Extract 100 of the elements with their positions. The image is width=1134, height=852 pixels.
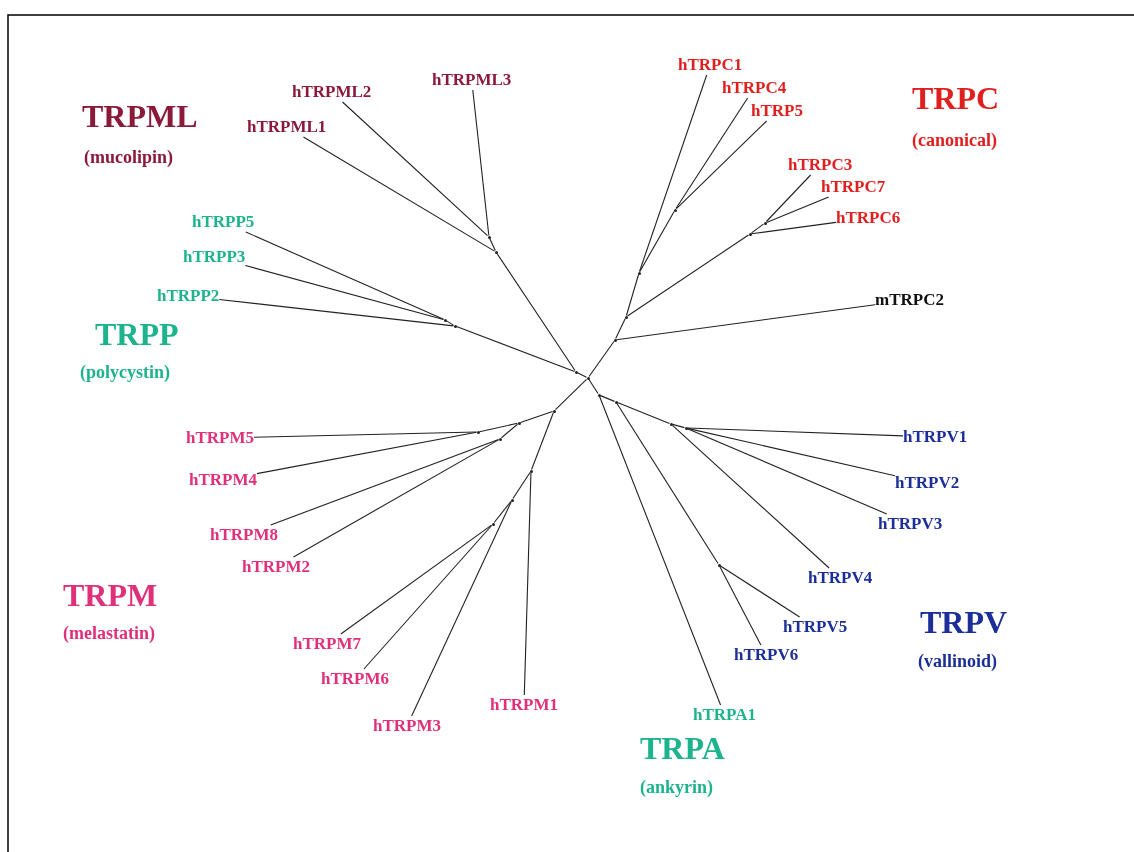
leaf-label: hTRPC4: [722, 78, 787, 98]
tree-branch: [719, 565, 762, 646]
family-heading: TRPM: [63, 579, 158, 611]
tree-branch: [671, 424, 830, 569]
tree-branch: [500, 423, 519, 439]
tree-branch: [245, 231, 445, 320]
family-heading: TRPC: [912, 82, 1000, 114]
leaf-label: hTRPP3: [183, 247, 246, 267]
leaf-label: hTRPM7: [293, 634, 361, 654]
tree-branch: [686, 428, 888, 515]
tree-branch: [523, 471, 532, 696]
tree-branch: [599, 395, 722, 706]
family-heading: TRPV: [920, 606, 1008, 638]
branch-point: [673, 208, 677, 212]
leaf-label: hTRPC7: [821, 177, 886, 197]
branch-point: [487, 235, 491, 239]
leaf-label: mTRPC2: [875, 290, 944, 310]
branch-point: [574, 370, 578, 374]
family-heading: TRPA: [640, 732, 725, 764]
family-subtitle: (polycystin): [80, 363, 170, 381]
branch-point: [684, 426, 688, 430]
tree-branch: [455, 326, 576, 372]
tree-branch: [686, 427, 896, 477]
branch-point: [498, 437, 502, 441]
family-subtitle: (mucolipin): [84, 148, 173, 166]
branch-point: [669, 422, 673, 426]
tree-branch: [599, 395, 616, 402]
tree-branch: [253, 431, 478, 438]
family-subtitle: (ankyrin): [640, 778, 713, 796]
tree-branch: [341, 101, 489, 237]
leaf-label: hTRPV4: [808, 568, 873, 588]
tree-branch: [519, 410, 554, 424]
branch-point: [494, 250, 498, 254]
family-heading: TRPP: [95, 318, 179, 350]
tree-branch: [588, 340, 615, 378]
family-heading: TRPML: [82, 100, 198, 132]
branch-point: [517, 421, 521, 425]
leaf-label: hTRPML2: [292, 82, 372, 102]
tree-branch: [616, 402, 719, 565]
tree-branch: [302, 136, 496, 252]
tree-branch: [616, 402, 671, 424]
tree-branch: [411, 500, 512, 717]
tree-branch: [554, 378, 588, 411]
leaf-label: hTRPM5: [186, 428, 254, 448]
leaf-label: hTRPM8: [210, 525, 278, 545]
tree-branch: [363, 524, 493, 670]
branch-point: [510, 498, 514, 502]
leaf-label: hTRPV6: [734, 645, 799, 665]
tree-branch: [638, 74, 708, 273]
leaf-label: hTRPP2: [157, 286, 220, 306]
leaf-label: hTRPC6: [836, 208, 901, 228]
leaf-label: hTRP5: [751, 101, 803, 121]
branch-point: [491, 522, 495, 526]
tree-branch: [626, 234, 750, 317]
branch-point: [586, 376, 590, 380]
leaf-label: hTRPP5: [192, 212, 255, 232]
tree-branch: [496, 252, 576, 372]
branch-point: [443, 318, 447, 322]
tree-branch: [625, 273, 640, 317]
tree-branch: [489, 237, 496, 252]
tree-branch: [292, 439, 500, 558]
leaf-label: hTRPM1: [490, 695, 558, 715]
tree-branch: [256, 431, 478, 475]
tree-branch: [244, 264, 445, 321]
leaf-label: hTRPC3: [788, 155, 853, 175]
family-subtitle: (melastatin): [63, 624, 155, 642]
leaf-label: hTRPV3: [878, 514, 943, 534]
tree-branch: [588, 378, 599, 395]
tree-branch: [765, 196, 830, 223]
tree-branch: [340, 524, 493, 635]
tree-branch: [675, 120, 768, 210]
leaf-label: hTRPA1: [693, 705, 756, 725]
family-subtitle: (vallinoid): [918, 652, 997, 670]
tree-branch: [218, 298, 455, 327]
branch-point: [717, 563, 721, 567]
branch-point: [614, 400, 618, 404]
tree-branch: [472, 89, 490, 237]
branch-point: [624, 315, 628, 319]
leaf-label: hTRPV2: [895, 473, 960, 493]
leaf-label: hTRPC1: [678, 55, 743, 75]
branch-point: [748, 232, 752, 236]
branch-point: [453, 324, 457, 328]
leaf-label: hTRPV5: [783, 617, 848, 637]
tree-branch: [686, 427, 904, 437]
branch-point: [476, 430, 480, 434]
leaf-label: hTRPM2: [242, 557, 310, 577]
tree-branch: [493, 500, 512, 524]
family-subtitle: (canonical): [912, 131, 997, 149]
tree-branch: [615, 304, 876, 341]
branch-point: [613, 338, 617, 342]
branch-point: [552, 409, 556, 413]
leaf-label: hTRPML1: [247, 117, 327, 137]
tree-branch: [531, 411, 554, 471]
tree-branch: [639, 210, 675, 273]
branch-point: [763, 221, 767, 225]
leaf-label: hTRPM6: [321, 669, 389, 689]
tree-branch: [719, 565, 801, 618]
branch-point: [529, 469, 533, 473]
tree-branch: [512, 471, 531, 500]
leaf-label: hTRPV1: [903, 427, 968, 447]
